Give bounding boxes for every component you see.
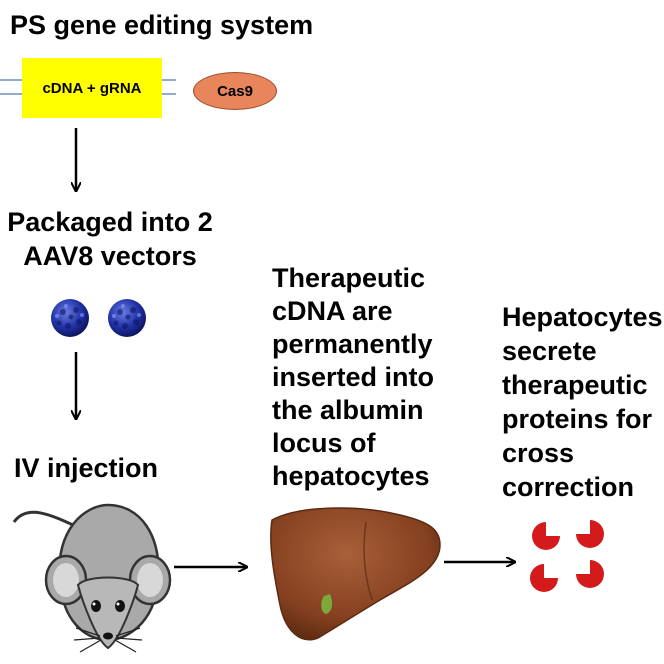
cdna-grna-label: cDNA + gRNA <box>42 79 142 97</box>
step-insertion-text: Therapeutic cDNA are permanently inserte… <box>272 263 435 491</box>
step-packaging-text: Packaged into 2 AAV8 vectors <box>7 207 213 271</box>
step-injection-text: IV injection <box>14 453 159 483</box>
secreted-protein-icon <box>530 520 604 592</box>
step-secretion-text: Hepatocytes secrete therapeutic proteins… <box>502 302 663 502</box>
liver-icon <box>270 507 441 641</box>
diagram-title: PS gene editing system <box>10 10 314 40</box>
cas9-label: Cas9 <box>217 82 253 100</box>
cas9-ellipse: Cas9 <box>193 72 277 110</box>
aav8-virus-icon <box>108 299 146 337</box>
aav8-virus-icon <box>51 299 89 337</box>
mouse-icon <box>12 503 172 653</box>
cdna-grna-box: cDNA + gRNA <box>22 58 162 118</box>
